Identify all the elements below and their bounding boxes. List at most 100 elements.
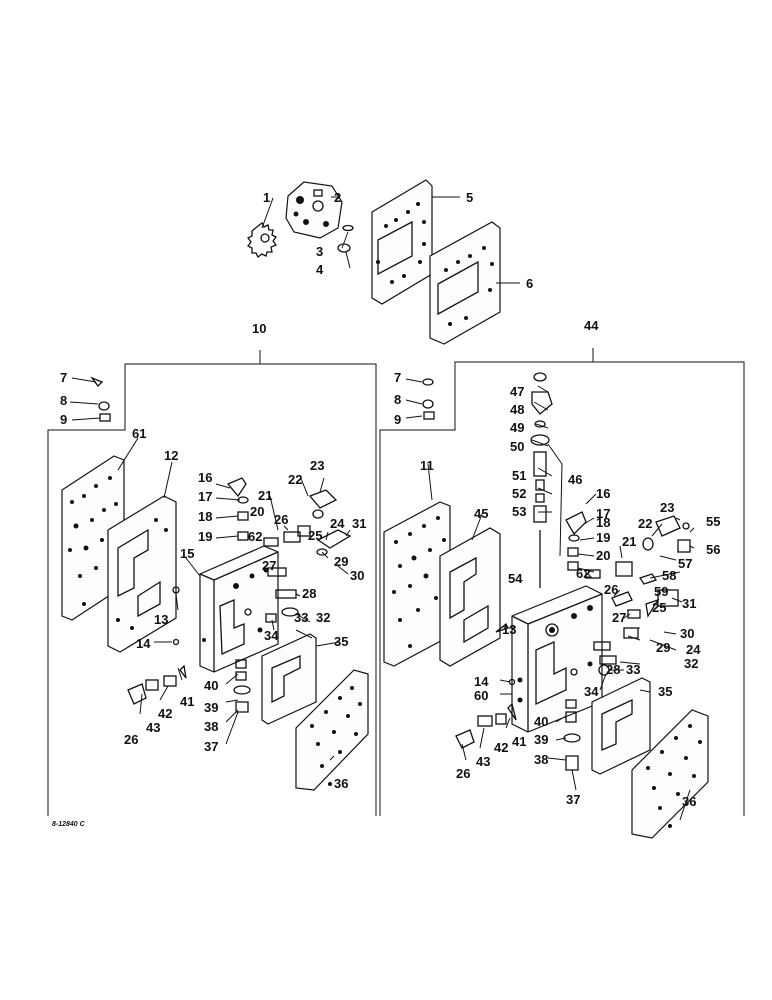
left-label-23: 23 xyxy=(310,458,324,473)
right-plate-45-channels xyxy=(449,556,489,644)
group-brackets xyxy=(47,348,745,816)
right-label-18: 18 xyxy=(596,515,610,530)
right-label-17: 17 xyxy=(596,506,610,521)
right-label-33: 33 xyxy=(626,662,640,677)
left-label-7: 7 xyxy=(60,370,67,385)
left-label-31: 31 xyxy=(352,516,366,531)
label-6: 6 xyxy=(526,276,533,291)
left-label-12: 12 xyxy=(164,448,178,463)
right-spool-stack xyxy=(530,372,563,588)
right-label-11: 11 xyxy=(420,458,434,473)
right-label-59: 59 xyxy=(654,584,668,599)
left-label-39: 39 xyxy=(204,700,218,715)
left-label-13: 13 xyxy=(154,612,168,627)
left-label-37: 37 xyxy=(204,739,218,754)
seal-part xyxy=(342,224,354,232)
left-label-33: 33 xyxy=(294,610,308,625)
label-1: 1 xyxy=(263,190,270,205)
right-label-13: 13 xyxy=(502,622,516,637)
right-label-31: 31 xyxy=(682,596,696,611)
left-label-30: 30 xyxy=(350,568,364,583)
left-label-18: 18 xyxy=(198,509,212,524)
left-label-34: 34 xyxy=(264,628,279,643)
left-label-24: 24 xyxy=(330,516,345,531)
right-label-24: 24 xyxy=(686,642,701,657)
right-label-30: 30 xyxy=(680,626,694,641)
right-valve-group xyxy=(383,372,709,839)
right-label-40: 40 xyxy=(534,714,548,729)
right-label-39: 39 xyxy=(534,732,548,747)
right-label-16: 16 xyxy=(596,486,610,501)
left-label-17: 17 xyxy=(198,489,212,504)
left-label-38: 38 xyxy=(204,719,218,734)
right-label-36: 36 xyxy=(682,794,696,809)
right-label-20: 20 xyxy=(596,548,610,563)
right-label-26: 26 xyxy=(604,582,618,597)
right-label-32: 32 xyxy=(684,656,698,671)
right-fitting-9 xyxy=(423,411,435,420)
right-label-34: 34 xyxy=(584,684,599,699)
right-label-60: 60 xyxy=(474,688,488,703)
right-label-9: 9 xyxy=(394,412,401,427)
right-label-26b: 26 xyxy=(456,766,470,781)
right-label-29: 29 xyxy=(656,640,670,655)
right-label-48: 48 xyxy=(510,402,524,417)
left-gasket-35 xyxy=(261,633,317,725)
right-label-35: 35 xyxy=(658,684,672,699)
right-label-19: 19 xyxy=(596,530,610,545)
right-label-43: 43 xyxy=(476,754,490,769)
right-label-8: 8 xyxy=(394,392,401,407)
left-cover-36 xyxy=(295,669,369,791)
left-label-15: 15 xyxy=(180,546,194,561)
left-label-61: 61 xyxy=(132,426,146,441)
right-pin-7 xyxy=(422,378,434,386)
left-label-25: 25 xyxy=(308,528,322,543)
right-label-41: 41 xyxy=(512,734,526,749)
right-label-53: 53 xyxy=(512,504,526,519)
right-plate-45 xyxy=(439,527,501,667)
right-label-58: 58 xyxy=(662,568,676,583)
right-label-22: 22 xyxy=(638,516,652,531)
left-label-26b: 26 xyxy=(124,732,138,747)
left-label-8: 8 xyxy=(60,393,67,408)
left-label-29: 29 xyxy=(334,554,348,569)
left-label-40: 40 xyxy=(204,678,218,693)
label-5: 5 xyxy=(466,190,473,205)
right-label-27: 27 xyxy=(612,610,626,625)
left-valve-group xyxy=(61,376,369,791)
right-label-14: 14 xyxy=(474,674,489,689)
separator-plate-part xyxy=(371,179,433,305)
callout-labels: 1 2 3 4 5 6 10 44 7 8 9 61 12 16 17 18 1… xyxy=(52,190,720,828)
right-label-52: 52 xyxy=(512,486,526,501)
left-label-26: 26 xyxy=(274,512,288,527)
right-label-47: 47 xyxy=(510,384,524,399)
gasket-plate-part xyxy=(429,221,501,345)
right-label-54: 54 xyxy=(508,571,523,586)
right-label-21: 21 xyxy=(622,534,636,549)
right-label-42: 42 xyxy=(494,740,508,755)
right-label-55: 55 xyxy=(706,514,720,529)
left-label-28: 28 xyxy=(302,586,316,601)
right-label-62: 62 xyxy=(576,566,590,581)
left-label-16: 16 xyxy=(198,470,212,485)
right-label-37: 37 xyxy=(566,792,580,807)
left-label-42: 42 xyxy=(158,706,172,721)
right-label-7: 7 xyxy=(394,370,401,385)
right-small-parts xyxy=(455,511,691,771)
right-plate-11-holes xyxy=(392,516,446,648)
right-label-28: 28 xyxy=(606,662,620,677)
right-cover-36 xyxy=(631,709,709,839)
right-valve-body xyxy=(511,585,603,733)
left-label-62: 62 xyxy=(248,529,262,544)
left-label-21: 21 xyxy=(258,488,272,503)
left-label-43: 43 xyxy=(146,720,160,735)
left-label-22: 22 xyxy=(288,472,302,487)
label-3: 3 xyxy=(316,244,323,259)
drawing-code: 8-12840 C xyxy=(52,821,86,828)
left-label-19: 19 xyxy=(198,529,212,544)
left-label-41: 41 xyxy=(180,694,194,709)
label-2: 2 xyxy=(334,190,341,205)
right-gasket-35-channel xyxy=(601,698,633,751)
right-label-49: 49 xyxy=(510,420,524,435)
